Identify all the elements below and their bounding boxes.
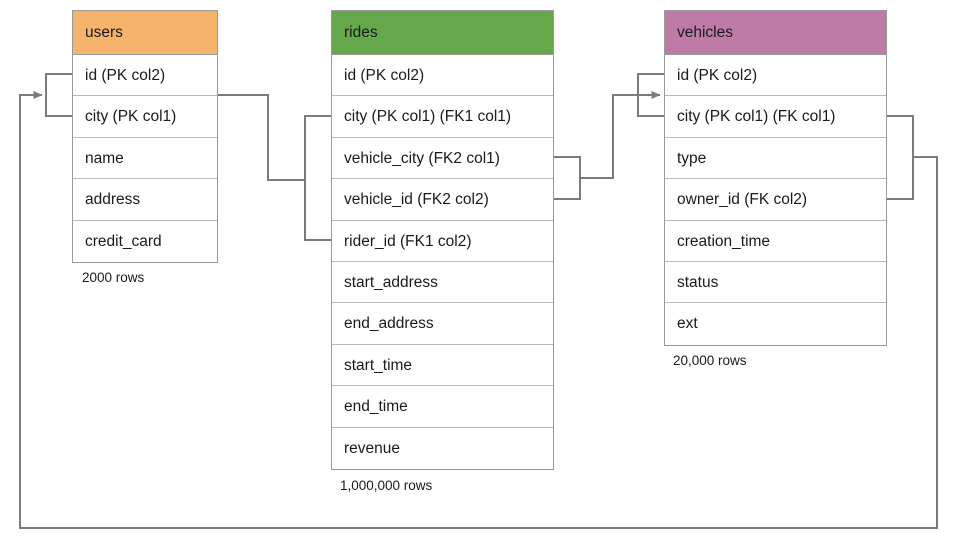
table-rides-row-count: 1,000,000 rows <box>340 478 433 493</box>
table-rides-column-end-time[interactable]: end_time <box>332 386 553 428</box>
rides-fk2-to-vehicles-line <box>580 91 661 179</box>
table-vehicles-column-id[interactable]: id (PK col2) <box>665 55 886 97</box>
table-rides-column-id[interactable]: id (PK col2) <box>332 55 553 97</box>
table-users-column-city[interactable]: city (PK col1) <box>73 96 217 138</box>
table-rides-column-start-time[interactable]: start_time <box>332 344 553 387</box>
vehicles-key-bracket <box>637 73 664 117</box>
table-rides[interactable]: rides id (PK col2) city (PK col1) (FK1 c… <box>331 10 554 470</box>
table-vehicles-column-ext[interactable]: ext <box>665 303 886 345</box>
table-users-row-count: 2000 rows <box>82 270 145 285</box>
vehicles-fk-bracket <box>887 115 914 200</box>
table-users-column-credit-card[interactable]: credit_card <box>73 220 217 262</box>
table-vehicles-column-owner-id[interactable]: owner_id (FK col2) <box>665 179 886 221</box>
table-vehicles-row-count: 20,000 rows <box>673 353 747 368</box>
table-vehicles-column-city[interactable]: city (PK col1) (FK col1) <box>665 96 886 138</box>
table-vehicles-column-creation-time[interactable]: creation_time <box>665 220 886 262</box>
table-rides-title: rides <box>332 11 553 55</box>
table-rides-column-start-address[interactable]: start_address <box>332 261 553 304</box>
rides-fk1-bracket <box>304 115 331 241</box>
table-users-title: users <box>73 11 217 55</box>
table-users-column-name[interactable]: name <box>73 137 217 180</box>
users-key-bracket <box>45 73 72 117</box>
table-users[interactable]: users id (PK col2) city (PK col1) name a… <box>72 10 218 263</box>
table-rides-column-revenue[interactable]: revenue <box>332 427 553 469</box>
table-rides-column-vehicle-id[interactable]: vehicle_id (FK2 col2) <box>332 179 553 221</box>
table-vehicles-title: vehicles <box>665 11 886 55</box>
table-rides-column-end-address[interactable]: end_address <box>332 303 553 345</box>
table-rides-column-city[interactable]: city (PK col1) (FK1 col1) <box>332 96 553 138</box>
rides-fk2-bracket <box>554 156 581 200</box>
table-vehicles[interactable]: vehicles id (PK col2) city (PK col1) (FK… <box>664 10 887 346</box>
table-rides-column-vehicle-city[interactable]: vehicle_city (FK2 col1) <box>332 137 553 180</box>
table-users-column-id[interactable]: id (PK col2) <box>73 55 217 97</box>
table-vehicles-column-status[interactable]: status <box>665 261 886 304</box>
table-rides-column-rider-id[interactable]: rider_id (FK1 col2) <box>332 220 553 262</box>
table-users-column-address[interactable]: address <box>73 179 217 221</box>
table-vehicles-column-type[interactable]: type <box>665 137 886 180</box>
